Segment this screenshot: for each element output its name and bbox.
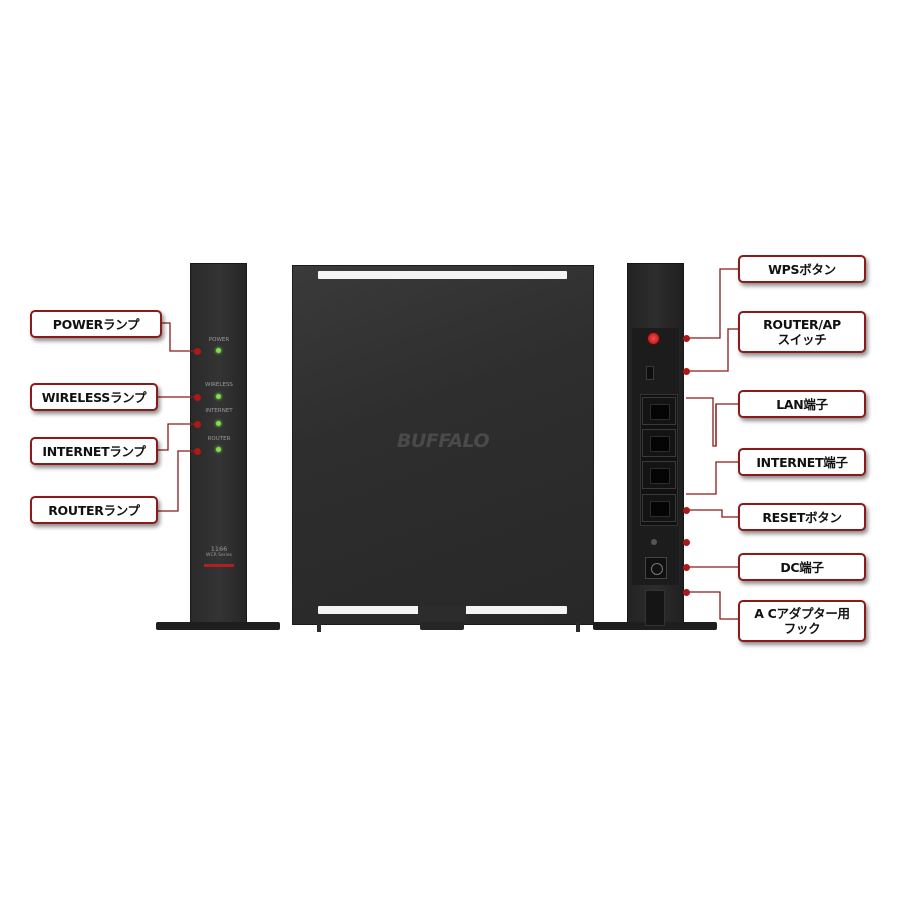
wireless-led (216, 394, 221, 399)
ac-hook-callout-dot (683, 589, 690, 596)
router-ap-callout-line1: ROUTER/AP (763, 317, 841, 332)
model-stripe (204, 564, 234, 567)
wps-callout-line (686, 268, 738, 339)
dc-port-callout: DC端子 (738, 553, 866, 581)
router-lamp-callout: ROUTERランプ (30, 496, 158, 524)
top-slot (318, 271, 567, 279)
internet-port-callout-text: INTERNET端子 (756, 454, 848, 470)
center-stand-left (317, 622, 321, 632)
wps-button[interactable] (647, 332, 660, 345)
power-lamp-label: POWER (208, 337, 230, 343)
router-callout-dot (194, 448, 201, 455)
lan-port-2[interactable] (642, 429, 676, 457)
power-lamp-callout-text: POWERランプ (52, 316, 140, 332)
router-ap-callout-dot (683, 368, 690, 375)
power-led (216, 348, 221, 353)
back-stand-base (593, 622, 717, 630)
ac-hook-callout: A Cアダプター用 フック (738, 600, 866, 642)
ac-hook-callout-line1: A Cアダプター用 (754, 606, 850, 621)
model-series: WCR Series (206, 553, 232, 558)
lan-port-1[interactable] (642, 397, 676, 425)
router-led (216, 447, 221, 452)
power-lamp-callout: POWERランプ (30, 310, 162, 338)
wireless-lamp-callout: WIRELESSランプ (30, 383, 158, 411)
lan-port-callout: LAN端子 (738, 390, 866, 418)
reset-callout-line (686, 509, 738, 518)
model-number: 1166 (210, 545, 228, 553)
lan-port-3[interactable] (642, 461, 676, 489)
ac-adapter-hook[interactable] (645, 590, 665, 626)
center-stand-right (576, 622, 580, 632)
router-ap-switch-callout: ROUTER/AP スイッチ (738, 311, 866, 353)
internet-led (216, 421, 221, 426)
wireless-callout-dot (194, 394, 201, 401)
router-ap-switch[interactable] (646, 366, 654, 380)
internet-port-callout: INTERNET端子 (738, 448, 866, 476)
reset-callout-dot (683, 539, 690, 546)
wps-callout-dot (683, 335, 690, 342)
power-callout-dot (194, 348, 201, 355)
ac-hook-callout-line (686, 591, 738, 620)
wireless-lamp-callout-text: WIRELESSランプ (41, 389, 147, 405)
internet-lamp-label: INTERNET (205, 408, 233, 414)
internet-lamp-callout: INTERNETランプ (30, 437, 158, 465)
internet-lamp-callout-text: INTERNETランプ (42, 443, 146, 459)
wireless-lamp-label: WIRELESS (205, 382, 233, 388)
wps-button-callout-text: WPSボタン (768, 261, 836, 277)
dc-callout-dot (683, 564, 690, 571)
ac-hook-callout-line2: フック (783, 621, 821, 636)
wps-button-callout: WPSボタン (738, 255, 866, 283)
dc-jack[interactable] (645, 557, 667, 579)
internet-port[interactable] (642, 494, 676, 522)
reset-button[interactable] (651, 539, 657, 545)
bottom-tab (418, 606, 466, 622)
dc-port-callout-text: DC端子 (780, 559, 824, 575)
router-main-body (292, 265, 594, 625)
front-stand-base (156, 622, 280, 630)
router-ap-callout-line2: スイッチ (777, 332, 827, 347)
reset-button-callout: RESETボタン (738, 503, 866, 531)
reset-button-callout-text: RESETボタン (762, 509, 842, 525)
router-lamp-callout-text: ROUTERランプ (48, 502, 140, 518)
internet-callout-dot (194, 421, 201, 428)
lan-port-callout-text: LAN端子 (776, 396, 828, 412)
center-stand-foot (420, 622, 464, 630)
router-front-side (190, 263, 247, 625)
internet-port-callout-dot (683, 507, 690, 514)
router-lamp-label: ROUTER (207, 436, 231, 442)
router-ap-callout-line (686, 328, 738, 372)
lan-callout-line (686, 397, 738, 447)
dc-jack-hole (651, 563, 663, 575)
internet-port-callout-line (686, 461, 738, 495)
buffalo-logo: BUFFALO (396, 430, 490, 452)
